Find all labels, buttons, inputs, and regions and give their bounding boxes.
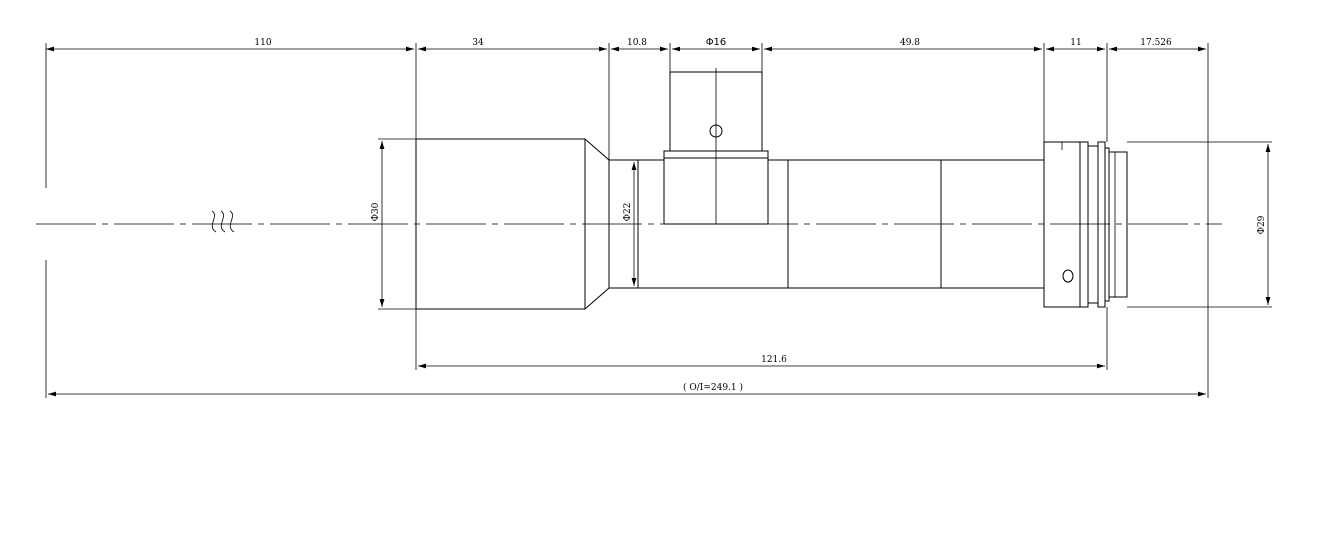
dim-phi29: Φ29 [1257, 215, 1267, 234]
thread-3 [1097, 141, 1106, 308]
tube-section [608, 159, 639, 289]
main-body [638, 159, 1044, 289]
dim-49-8: 49.8 [900, 38, 920, 48]
mount-ring [1043, 141, 1081, 308]
dim-phi16: Φ16 [706, 37, 727, 48]
front-barrel [415, 138, 586, 310]
dim-phi30: Φ30 [371, 202, 381, 221]
mount-screw [1062, 269, 1074, 283]
lens-body [415, 68, 1128, 310]
dim-11: 11 [1070, 38, 1081, 48]
flange [1108, 151, 1128, 298]
port-screw [709, 124, 723, 138]
dim-110: 110 [254, 38, 271, 48]
dim-oi: ( O/I=249.1 ) [683, 382, 743, 393]
dim-10-8: 10.8 [627, 38, 647, 48]
thread-2 [1087, 145, 1099, 304]
dim-34: 34 [472, 38, 484, 48]
dim-17-526: 17.526 [1140, 38, 1172, 48]
thread-4 [1104, 147, 1110, 302]
thread-1 [1079, 141, 1089, 308]
extension-lines [45, 43, 1272, 398]
break-symbol [211, 210, 235, 233]
dim-phi22: Φ22 [623, 203, 633, 222]
dim-121-6: 121.6 [761, 355, 787, 365]
